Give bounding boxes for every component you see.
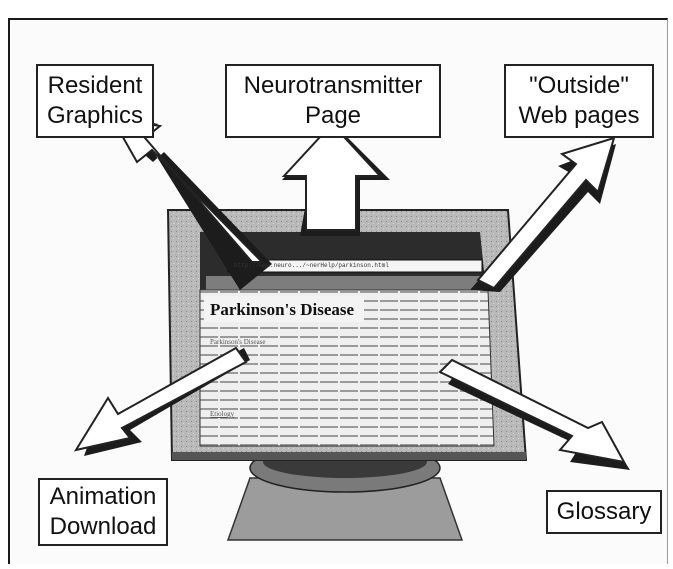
screen-paragraph-lead-1: Parkinson's Disease (210, 338, 266, 346)
monitor-url-bar: http://www.neuro.../~nerHelp/parkinson.h… (234, 262, 389, 269)
screen-paragraph-lead-2: Etiology (210, 410, 235, 418)
arrow-animation-download (73, 346, 250, 456)
arrow-outside-web (470, 136, 616, 292)
label-animation-line2: Download (49, 513, 157, 540)
label-neurotransmitter-page: Neurotransmitter Page (225, 64, 441, 138)
label-neuro-line2: Page (304, 102, 362, 129)
arrow-glossary (438, 358, 630, 470)
label-glossary-line1: Glossary (556, 498, 652, 525)
arrow-neurotransmitter (281, 122, 390, 236)
label-resident-line1: Resident (47, 72, 143, 99)
label-outside-line2: Web pages (518, 102, 640, 129)
label-neuro-line1: Neurotransmitter (243, 72, 423, 99)
label-animation-line1: Animation (49, 483, 157, 510)
label-glossary: Glossary (546, 490, 662, 534)
screen-page-heading: Parkinson's Disease (210, 300, 355, 319)
label-outside-line1: "Outside" (529, 72, 629, 99)
label-resident-line2: Graphics (46, 102, 144, 129)
label-outside-web-pages: "Outside" Web pages (504, 64, 654, 138)
label-animation-download: Animation Download (38, 478, 168, 546)
label-resident-graphics: Resident Graphics (36, 64, 154, 138)
